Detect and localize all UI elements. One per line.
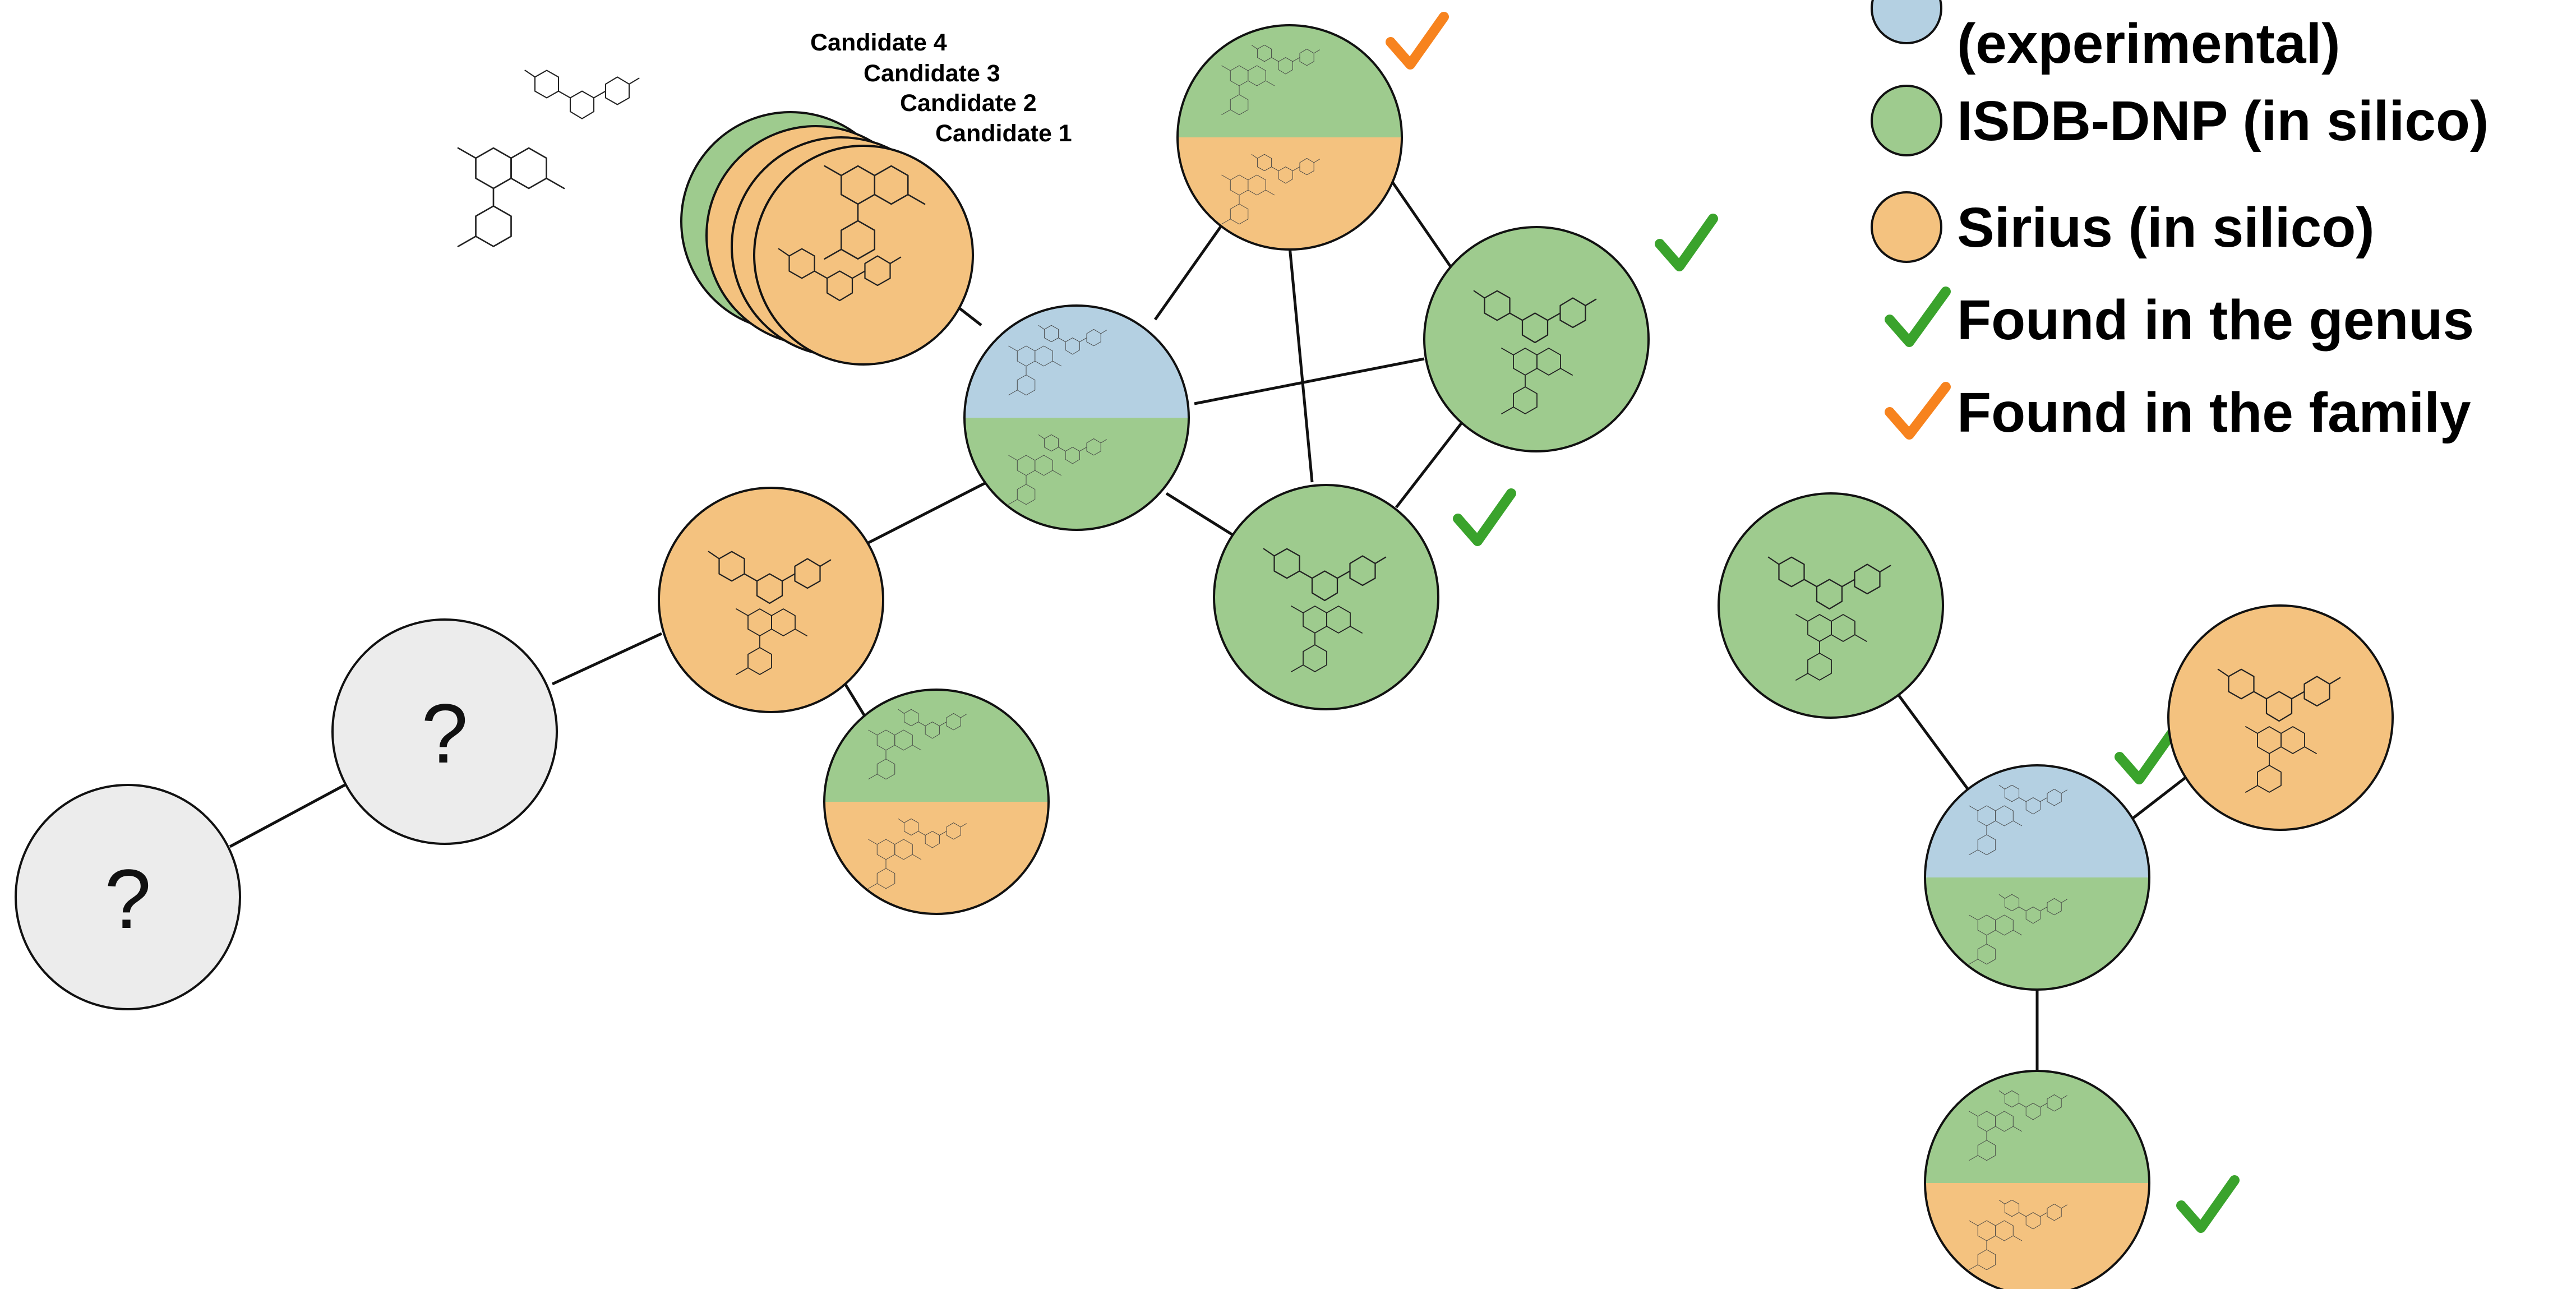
candidate-label-4: Candidate 4 — [810, 29, 947, 56]
edge-top-right — [1389, 178, 1454, 270]
check-icon — [1885, 382, 1951, 440]
network-edges — [229, 178, 2188, 1071]
network-node-right-node[interactable] — [1423, 226, 1650, 452]
node-outline — [1423, 226, 1650, 452]
node-bottom-half — [964, 418, 1189, 530]
edge-leftsirius-unknown2 — [551, 632, 663, 686]
check-icon — [2115, 727, 2178, 784]
query-structure-drawing — [457, 70, 640, 247]
node-top-half — [1925, 1071, 2149, 1183]
node-bottom-half — [1178, 137, 1402, 250]
node-outline — [823, 689, 1050, 915]
node-outline — [331, 618, 558, 845]
node-outline — [1924, 764, 2150, 991]
check-icon — [1655, 214, 1718, 271]
candidate-label-2: Candidate 2 — [900, 90, 1037, 117]
legend-swatch-experimental — [1871, 0, 1942, 44]
node-bottom-half — [1925, 1183, 2149, 1289]
network-node-hub-2[interactable] — [1924, 764, 2150, 991]
network-node-bottom-mid-node[interactable] — [823, 689, 1050, 915]
candidate-labels: Candidate 4 Candidate 3 Candidate 2 Cand… — [810, 29, 1072, 147]
legend-item-sirius: Sirius (in silico) — [1871, 191, 2375, 263]
node-fill — [659, 488, 883, 712]
network-node-left-sirius-node[interactable] — [658, 487, 884, 713]
legend-label-experimental: (experimental) — [1957, 12, 2340, 75]
node-outline — [1718, 492, 1944, 719]
node-fill — [333, 620, 557, 844]
node-outline — [1924, 1070, 2150, 1289]
legend-swatch-sirius — [1871, 191, 1942, 263]
network-node-unknown-1[interactable]: ? — [15, 784, 241, 1010]
node-top-half — [964, 306, 1189, 418]
node-top-half — [1178, 25, 1402, 137]
legend-label-isdb: ISDB-DNP (in silico) — [1957, 90, 2489, 153]
legend-label-sirius: Sirius (in silico) — [1957, 196, 2375, 259]
node-fill — [1719, 493, 1943, 718]
edge-top-lower — [1288, 246, 1314, 483]
node-fill — [1424, 227, 1649, 451]
node-outline — [15, 784, 241, 1010]
legend-label-genus: Found in the genus — [1957, 289, 2474, 352]
legend-label-family: Found in the family — [1957, 381, 2471, 444]
candidate-label-1: Candidate 1 — [935, 120, 1072, 147]
legend-swatch-isdb — [1871, 85, 1942, 156]
node-outline — [2167, 604, 2394, 831]
edge-top-hub1 — [1153, 223, 1224, 321]
network-node-fluorescein-node[interactable] — [1718, 492, 1944, 719]
network-node-hub-1[interactable] — [963, 304, 1190, 531]
edge-fluor-hub2 — [1891, 686, 1973, 794]
network-node-unknown-2[interactable]: ? — [331, 618, 558, 845]
node-bottom-half — [1925, 877, 2149, 990]
legend-item-isdb: ISDB-DNP (in silico) — [1871, 85, 2489, 156]
legend-item-family: Found in the family — [1885, 381, 2471, 444]
network-nodes: ?? — [15, 12, 2394, 1289]
network-node-top-node[interactable] — [1176, 24, 1403, 251]
check-icon — [1453, 488, 1516, 546]
legend-item-experimental: (experimental) — [1871, 0, 2340, 75]
edge-hub2-rightsirius — [2124, 775, 2188, 825]
check-icon — [2176, 1175, 2240, 1233]
legend: (experimental) ISDB-DNP (in silico) Siri… — [1871, 0, 2489, 444]
node-fill — [16, 785, 240, 1009]
check-icon — [1885, 287, 1951, 347]
node-outline — [1176, 24, 1403, 251]
unknown-label: ? — [421, 686, 468, 780]
edge-right-lower — [1395, 419, 1465, 509]
node-top-half — [1925, 765, 2149, 877]
node-fill — [2168, 606, 2393, 830]
legend-item-genus: Found in the genus — [1885, 287, 2474, 352]
node-outline — [1213, 484, 1439, 710]
network-node-right-sirius-node[interactable] — [2167, 604, 2394, 831]
check-icon — [1386, 12, 1449, 70]
candidate-label-3: Candidate 3 — [864, 60, 1000, 87]
network-node-bottom-right-node[interactable] — [1924, 1070, 2150, 1289]
unknown-label: ? — [104, 852, 151, 946]
edge-unknown2-unknown1 — [229, 783, 346, 848]
node-outline — [963, 304, 1190, 531]
node-fill — [1214, 485, 1438, 709]
node-bottom-half — [824, 802, 1049, 914]
network-node-lower-node[interactable] — [1213, 484, 1439, 710]
edge-hub1-right — [1194, 357, 1425, 405]
edge-hub1-lower — [1165, 492, 1235, 537]
node-outline — [658, 487, 884, 713]
edge-hub1-leftsirius — [860, 481, 988, 548]
